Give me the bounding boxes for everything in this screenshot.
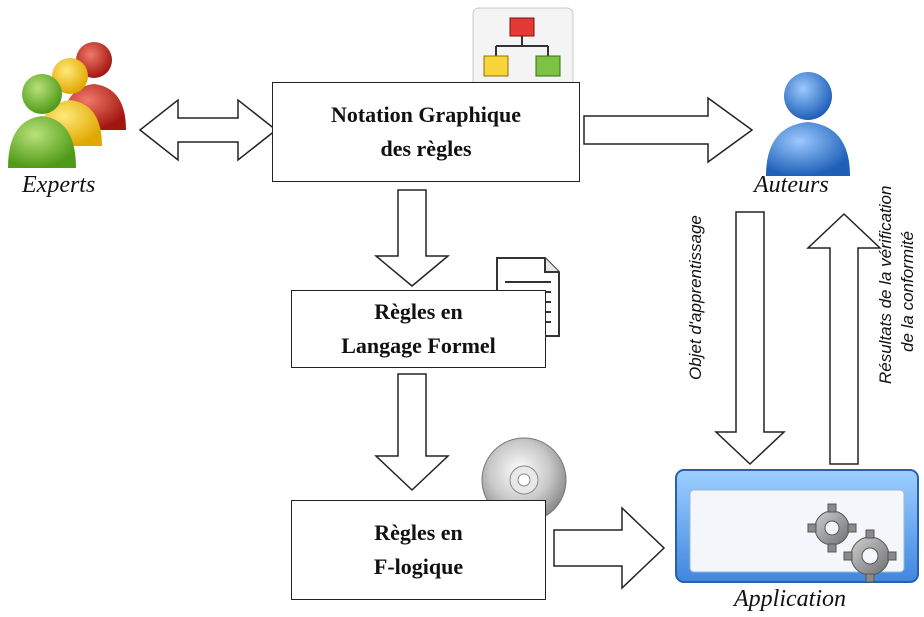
regles-f-logique-box: Règles en F-logique [291, 500, 546, 600]
auteurs-to-application-arrow [714, 211, 786, 466]
auteurs-label: Auteurs [754, 172, 829, 198]
flogique-line1: Règles en [374, 520, 463, 545]
author-person-icon [766, 72, 850, 176]
notation-to-auteurs-arrow [583, 96, 754, 164]
application-to-auteurs-arrow [806, 212, 882, 465]
application-label: Application [734, 586, 846, 612]
notation-line1: Notation Graphique [330, 102, 522, 127]
formel-line1: Règles en [374, 299, 463, 324]
flogique-to-application-arrow [553, 506, 666, 590]
formel-to-flogique-arrow [374, 373, 450, 492]
application-window-gears-icon [675, 469, 919, 583]
resultats-verification-label-line2: de la conformité [898, 231, 917, 352]
notation-to-formel-arrow [373, 189, 451, 287]
regles-langage-formel-box: Règles en Langage Formel [291, 290, 546, 368]
flogique-line2: F-logique [373, 554, 464, 579]
org-chart-icon [472, 7, 574, 89]
objet-apprentissage-label: Objet d'apprentissage [686, 215, 705, 380]
experts-group-icon [8, 42, 126, 168]
experts-notation-double-arrow [138, 98, 278, 162]
resultats-verification-label-line1: Résultats de la vérification [876, 185, 895, 384]
experts-label: Experts [22, 172, 96, 198]
formel-line2: Langage Formel [341, 333, 496, 358]
notation-line2: des règles [380, 136, 472, 161]
notation-graphique-box: Notation Graphique des règles [272, 82, 580, 182]
